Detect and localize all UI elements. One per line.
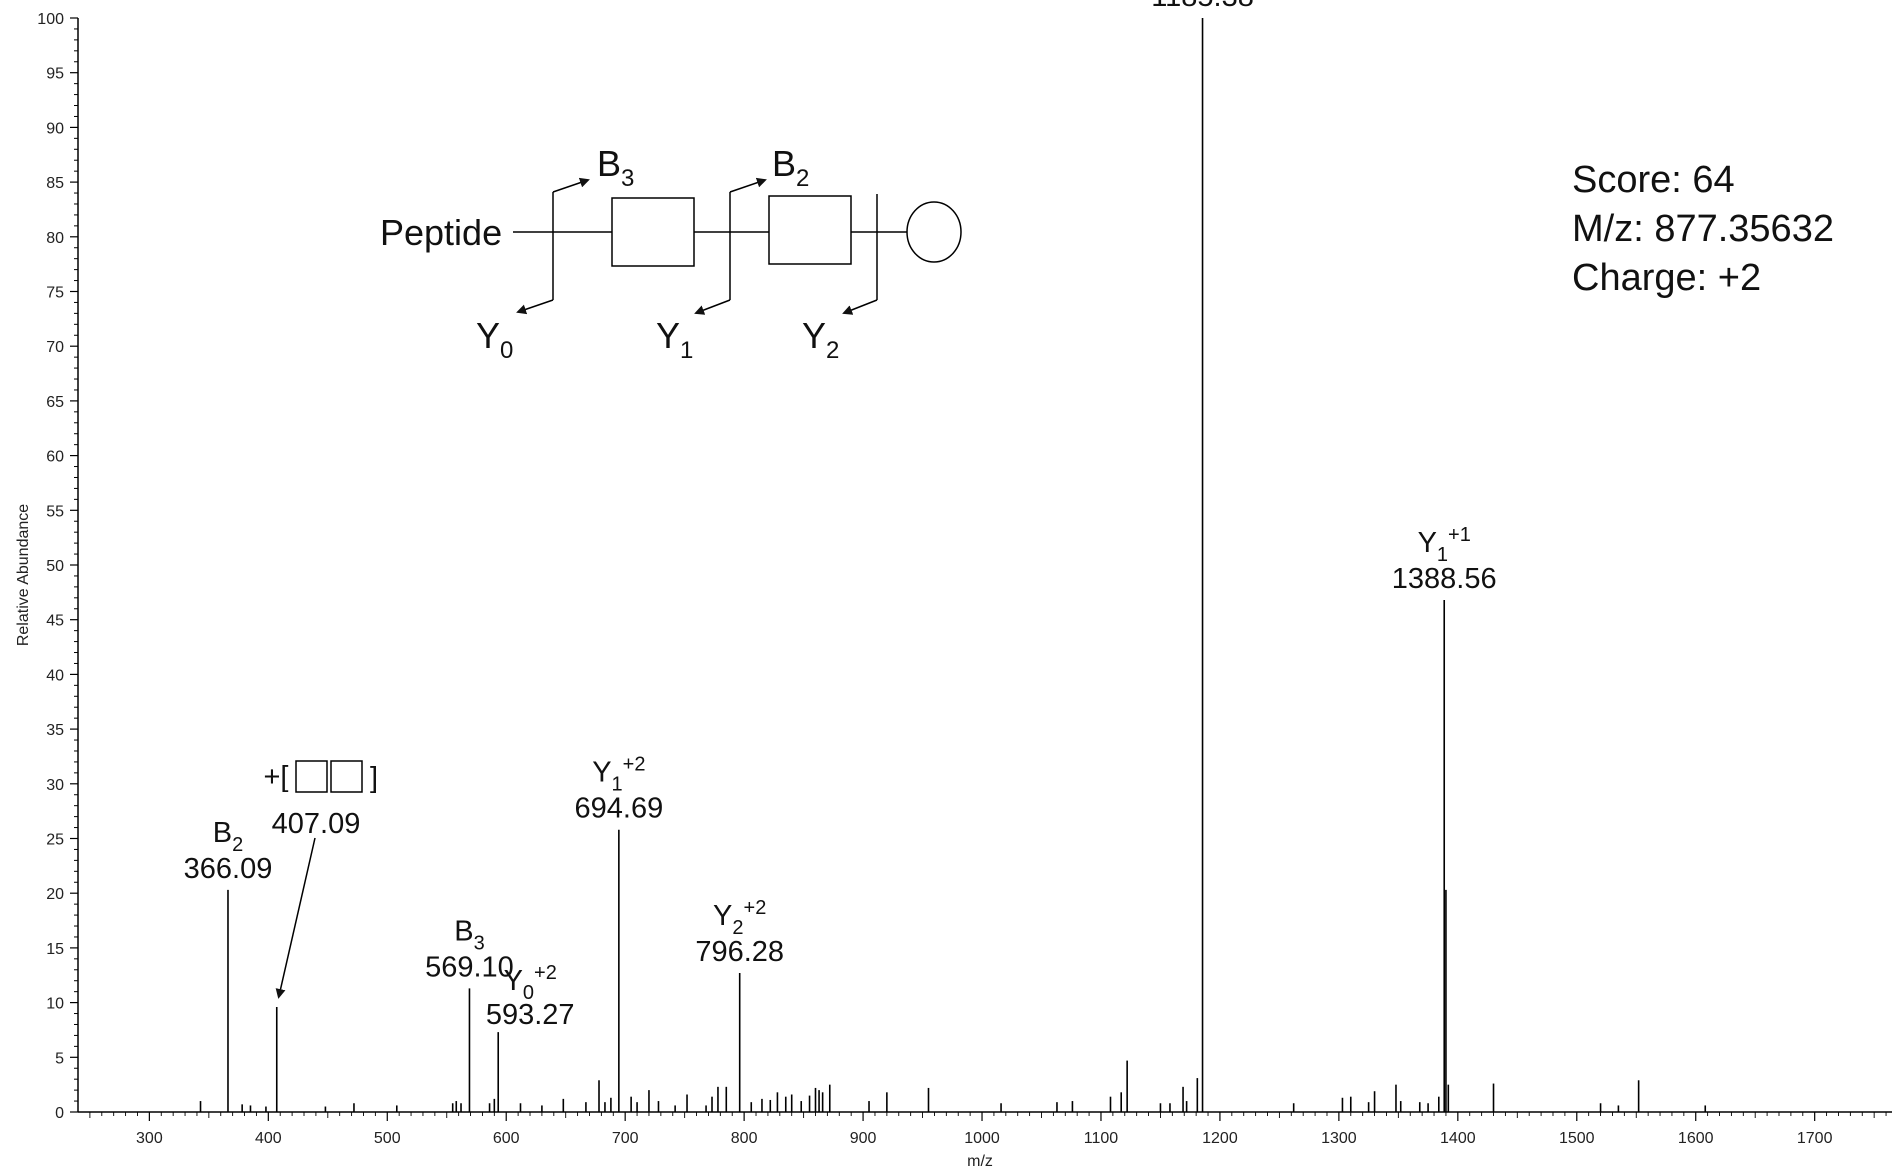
peak-ion-name: +[ — [264, 761, 289, 793]
peak-value-label: 593.27 — [486, 999, 575, 1031]
y-tick-label: 100 — [37, 11, 64, 28]
y-tick-label: 35 — [46, 722, 64, 739]
x-tick-label: 1000 — [964, 1130, 1000, 1147]
hexnac-square-icon — [295, 760, 328, 793]
y-tick-label: 5 — [55, 1050, 64, 1067]
x-tick-label: 1400 — [1440, 1130, 1476, 1147]
diagram-y0-label: Y0 — [476, 315, 513, 364]
peak-ion-label: Y1+2 — [592, 754, 645, 796]
diagram-y1-label: Y1 — [656, 315, 693, 364]
peak-value-label: 366.09 — [184, 853, 273, 885]
hexnac-square-1 — [611, 197, 695, 267]
y-tick-label: 55 — [46, 503, 64, 520]
y-axis-label: Relative Abundance — [15, 504, 32, 646]
peak-ion-name: Y — [592, 757, 611, 789]
peak-ion-label: Y1+1 — [1418, 524, 1471, 566]
diagram-y2-label: Y2 — [802, 315, 839, 364]
y-tick-label: 0 — [55, 1105, 64, 1122]
x-tick-label: 300 — [136, 1130, 163, 1147]
peptide-label: Peptide — [380, 212, 502, 253]
y1-arrow — [694, 299, 731, 315]
x-tick-label: 600 — [493, 1130, 520, 1147]
x-tick-label: 1700 — [1797, 1130, 1833, 1147]
peak-value-label: 796.28 — [695, 936, 784, 968]
peak-ion-name: B — [213, 817, 232, 849]
x-tick-label: 1600 — [1678, 1130, 1714, 1147]
peak-labels: 366.09B2407.09+[]569.10B3593.27Y0+2694.6… — [184, 0, 1497, 1031]
peak-pointer-arrow — [275, 837, 316, 999]
y-tick-label: 40 — [46, 667, 64, 684]
x-tick-label: 1100 — [1084, 1130, 1119, 1147]
peak-ion-label: B3 — [454, 915, 484, 954]
b3-arrow — [552, 177, 590, 193]
y-tick-label: 25 — [46, 832, 64, 849]
glycan-diagram: Peptide B3 B2 Y0 Y1 Y2 — [380, 143, 962, 364]
spectrum-peaks — [199, 18, 1707, 1112]
peak-ion-label: B2 — [213, 817, 243, 856]
x-tick-label: 400 — [255, 1130, 282, 1147]
closing-bracket: ] — [370, 762, 378, 794]
x-tick-label: 800 — [731, 1130, 758, 1147]
peak-value-label: 694.69 — [575, 793, 664, 825]
score-text: Score: 64 — [1572, 159, 1735, 201]
peak-ion-subscript: 0 — [523, 982, 534, 1004]
peak-value-label: 1185.38 — [1151, 0, 1254, 13]
y2-arrow — [842, 299, 878, 315]
y-tick-label: 50 — [46, 558, 64, 575]
x-tick-label: 1200 — [1202, 1130, 1238, 1147]
diagram-b2-label: B2 — [772, 143, 809, 192]
x-axis-ticks: 300 400 500 600 700 800 900 1000 1100 1200 1300 140… — [89, 1112, 1887, 1147]
x-tick-label: 700 — [612, 1130, 639, 1147]
b2-arrow — [729, 177, 767, 193]
peak-ion-label: Y0+2 — [504, 962, 557, 1004]
mz-text: M/z: 877.35632 — [1572, 208, 1834, 250]
peak-ion-superscript: +1 — [1448, 524, 1471, 546]
y-tick-label: 90 — [46, 120, 64, 137]
hexnac-square-icon — [330, 760, 363, 793]
x-tick-label: 1500 — [1559, 1130, 1595, 1147]
y-tick-label: 85 — [46, 175, 64, 192]
peak-ion-subscript: 1 — [1437, 544, 1448, 566]
hexnac-square-2 — [768, 195, 852, 265]
x-axis-label: m/z — [967, 1153, 993, 1170]
y-tick-label: 45 — [46, 613, 64, 630]
y-tick-label: 70 — [46, 339, 64, 356]
peak-ion-label: Y2+2 — [713, 897, 766, 939]
peak-value-label: 1388.56 — [1392, 563, 1497, 595]
peak-value-label: 407.09 — [272, 808, 361, 840]
x-tick-label: 900 — [850, 1130, 877, 1147]
peak-ion-subscript: 3 — [474, 932, 485, 954]
peak-ion-name: Y — [713, 900, 732, 932]
y0-arrow — [516, 299, 554, 315]
peak-ion-name: B — [454, 915, 473, 947]
x-tick-label: 1300 — [1321, 1130, 1357, 1147]
peak-value-label: 569.10 — [425, 951, 514, 983]
peak-ion-name: Y — [1418, 527, 1437, 559]
y-tick-label: 65 — [46, 394, 64, 411]
peak-ion-name: Y — [504, 965, 523, 997]
y-tick-label: 75 — [46, 285, 64, 302]
peak-ion-superscript: +2 — [534, 962, 557, 984]
y-tick-label: 95 — [46, 66, 64, 83]
peak-ion-superscript: +2 — [744, 897, 767, 919]
diagram-b3-label: B3 — [597, 143, 634, 192]
peak-ion-label: +[ — [264, 761, 289, 793]
y-tick-label: 80 — [46, 230, 64, 247]
y-tick-label: 15 — [46, 941, 64, 958]
y-tick-label: 60 — [46, 449, 64, 466]
y-tick-label: 20 — [46, 886, 64, 903]
y-tick-label: 10 — [46, 996, 64, 1013]
peak-ion-subscript: 1 — [612, 774, 623, 796]
peak-ion-subscript: 2 — [232, 834, 243, 856]
y-axis-ticks: 0 5 10 15 20 25 30 35 40 45 50 55 60 65 70 75 80 85 90 95 10… — [37, 11, 78, 1122]
peak-ion-superscript: +2 — [623, 754, 646, 776]
charge-text: Charge: +2 — [1572, 257, 1761, 299]
peak-ion-subscript: 2 — [732, 917, 743, 939]
x-tick-label: 500 — [374, 1130, 401, 1147]
y-tick-label: 30 — [46, 777, 64, 794]
hexose-circle — [906, 201, 962, 263]
